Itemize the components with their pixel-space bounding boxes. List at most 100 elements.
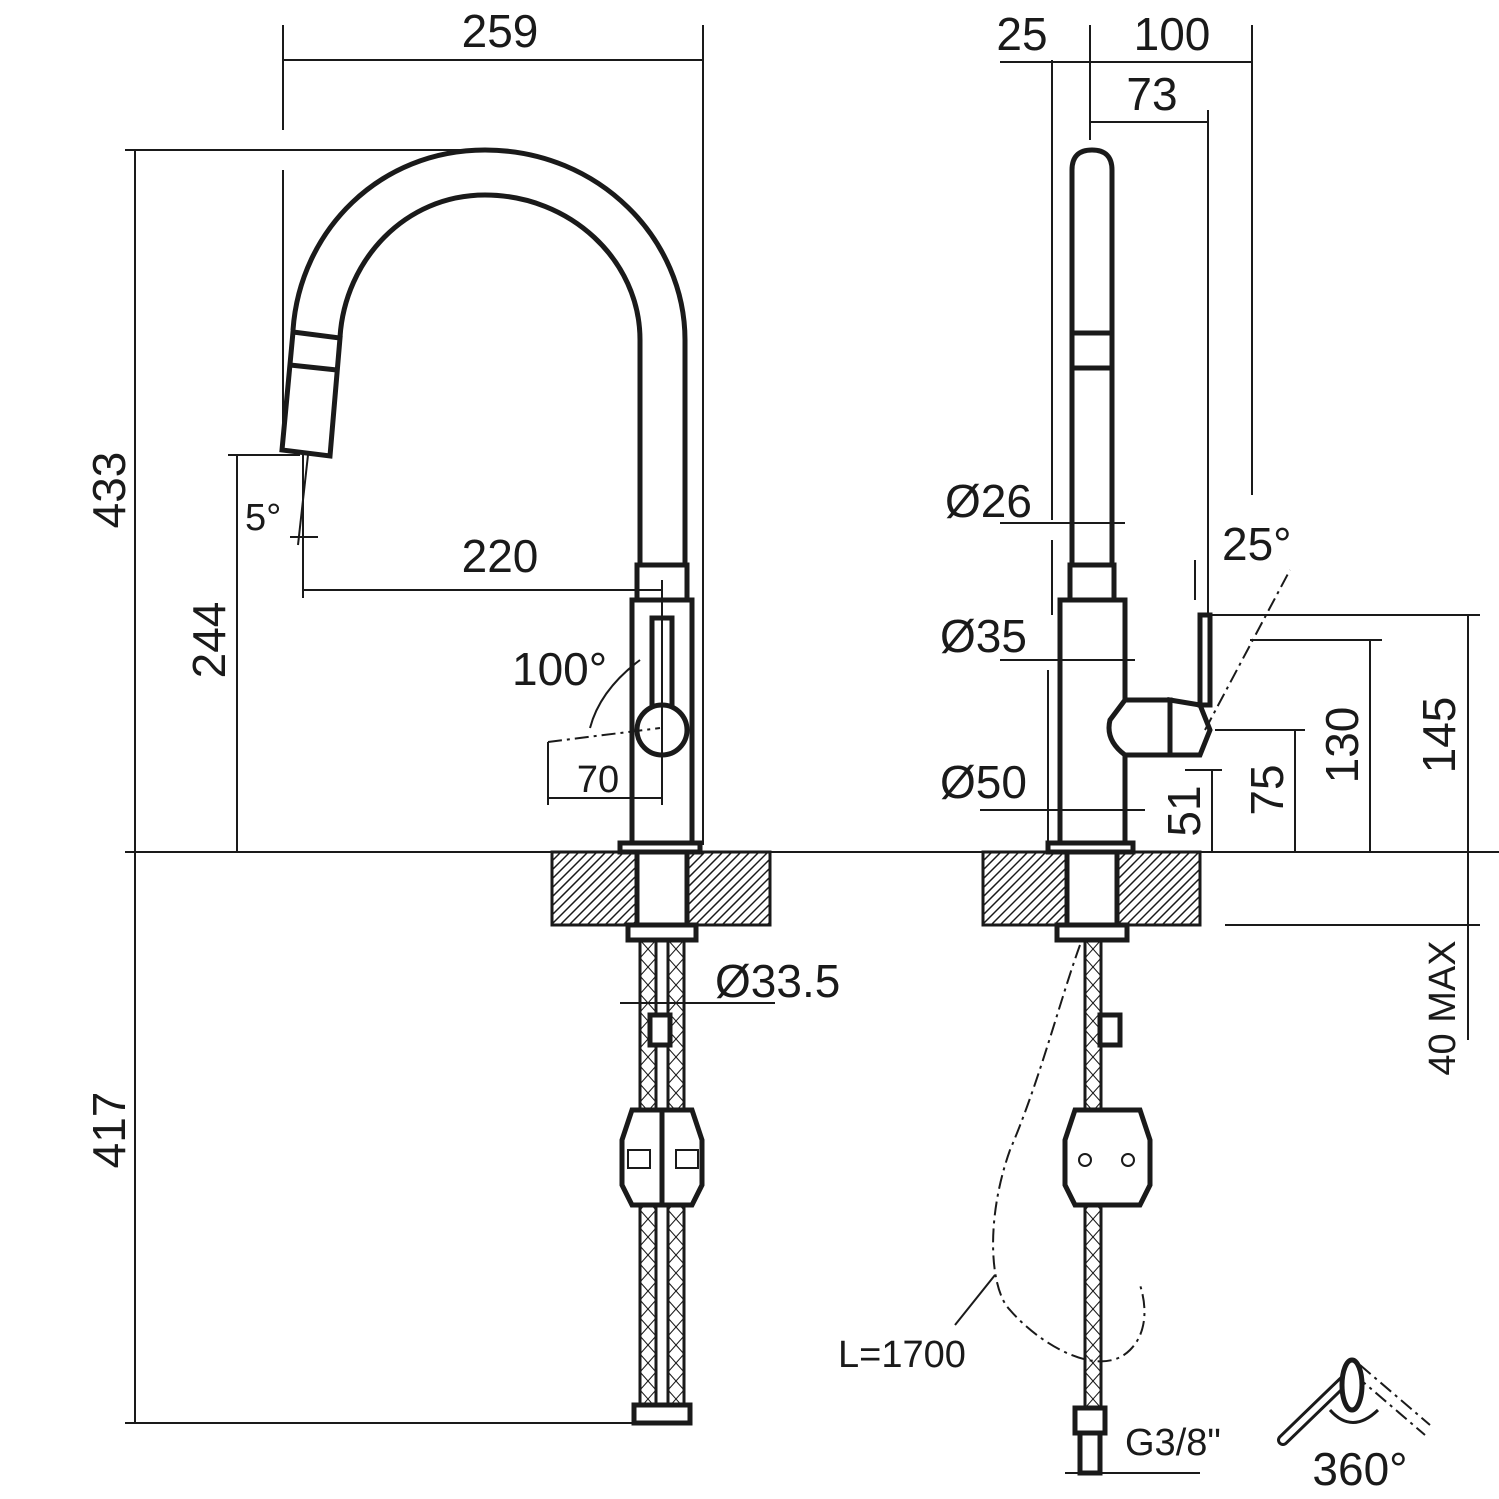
hatch-line	[748, 903, 771, 926]
hose-braid	[667, 1047, 685, 1067]
connection-label: G3/8"	[1125, 1422, 1221, 1464]
dim-130: 130	[1316, 707, 1368, 784]
spout-outer	[290, 147, 688, 565]
hatch-line	[1134, 859, 1201, 926]
shank	[634, 849, 690, 928]
hose-braid	[667, 975, 685, 995]
hatch-line	[1179, 904, 1201, 926]
dim-40-max: 40 MAX	[1422, 940, 1464, 1075]
hose-braid	[639, 1209, 657, 1229]
nozzle-band	[289, 362, 338, 373]
hatch-line	[982, 851, 1038, 907]
hatch-line	[999, 851, 1074, 926]
hatch-line	[1107, 851, 1182, 926]
hose-braid	[639, 1083, 657, 1103]
dim-100deg: 100°	[512, 643, 607, 695]
dim-5deg: 5°	[245, 497, 281, 539]
handle-open-line	[547, 727, 661, 743]
g38-connector	[1077, 1430, 1103, 1476]
hose-braid	[667, 1299, 685, 1319]
hose-braid	[1084, 1083, 1102, 1103]
hatch-line	[551, 851, 598, 898]
hatch-line	[990, 851, 1065, 926]
hose-braid	[667, 1209, 685, 1229]
dim-145: 145	[1413, 697, 1465, 774]
hose-braid	[639, 957, 657, 977]
hatch-line	[1161, 886, 1201, 926]
dim-244: 244	[183, 602, 235, 679]
spout-side	[1069, 147, 1115, 565]
screw	[1078, 1153, 1092, 1167]
hatch-line	[551, 851, 616, 916]
hose-braid	[667, 1353, 685, 1373]
hose-braid	[1084, 1047, 1102, 1067]
hatch-line	[551, 851, 580, 880]
hose-braid	[639, 1281, 657, 1301]
hose-braid	[639, 1227, 657, 1247]
hose-braid	[667, 1083, 685, 1103]
hose-braid	[1084, 1299, 1102, 1319]
dim-100: 100	[1134, 8, 1211, 60]
hose-braid	[1084, 1281, 1102, 1301]
hose-braid	[1084, 1371, 1102, 1391]
hatch-line	[721, 876, 771, 926]
leader-line	[954, 1274, 996, 1326]
hose-braid	[1084, 1335, 1102, 1355]
dim-220: 220	[462, 530, 539, 582]
dim-35: Ø35	[940, 610, 1027, 662]
check-valve-block	[1062, 1107, 1153, 1208]
dim-259: 259	[462, 5, 539, 57]
hose-braid	[667, 1317, 685, 1337]
hatch-line	[1188, 913, 1201, 926]
dim-75: 75	[1241, 764, 1293, 815]
hatch-line	[568, 851, 643, 926]
hose-ends	[631, 1402, 693, 1426]
hose-braid	[1084, 1209, 1102, 1229]
hose-braid	[639, 1317, 657, 1337]
angle-arc-100	[589, 659, 641, 729]
shank	[1064, 849, 1120, 928]
hatch-line	[982, 851, 1029, 898]
hatch-line	[739, 894, 771, 926]
rotation-label: 360°	[1312, 1443, 1407, 1495]
dim-417: 417	[83, 1092, 135, 1169]
hatch-line	[730, 885, 771, 926]
nut	[625, 922, 699, 943]
hose-braid	[639, 1335, 657, 1355]
hose-braid	[1084, 1065, 1102, 1085]
nut	[1054, 922, 1130, 943]
hatch-line	[1152, 877, 1201, 926]
hatch-line	[982, 851, 1056, 925]
hatch-line	[551, 851, 571, 871]
hose-length-label: L=1700	[838, 1334, 966, 1376]
dim-25deg: 25°	[1222, 518, 1292, 570]
hose-braid	[639, 1065, 657, 1085]
hose-braid	[667, 1335, 685, 1355]
hatch-line	[551, 851, 589, 889]
hatch-line	[757, 912, 771, 926]
hatch-line	[712, 867, 771, 926]
hose-braid	[667, 1281, 685, 1301]
hose-braid	[1084, 1389, 1102, 1409]
nozzle	[279, 329, 343, 459]
spout-inner	[337, 192, 643, 565]
hose-braid	[639, 1047, 657, 1067]
hatch-line	[694, 851, 769, 926]
right-view: L=1700 25 100 73 Ø26 Ø35 Ø50 25° 51	[838, 8, 1480, 1495]
hose-braid	[667, 957, 685, 977]
hose-braid	[1084, 975, 1102, 995]
hose-braid	[667, 1227, 685, 1247]
hose-fitting	[1097, 1012, 1123, 1048]
nozzle-band	[1069, 330, 1115, 371]
hatch-line	[982, 851, 1002, 871]
dim-73: 73	[1126, 68, 1177, 120]
hose-braid	[1084, 993, 1102, 1013]
hose-braid	[639, 1371, 657, 1391]
block-window	[627, 1149, 651, 1169]
hose-fitting	[647, 1012, 673, 1048]
hatch-line	[551, 851, 625, 925]
hatch-line	[982, 851, 1020, 889]
counter-section-left	[551, 851, 771, 926]
